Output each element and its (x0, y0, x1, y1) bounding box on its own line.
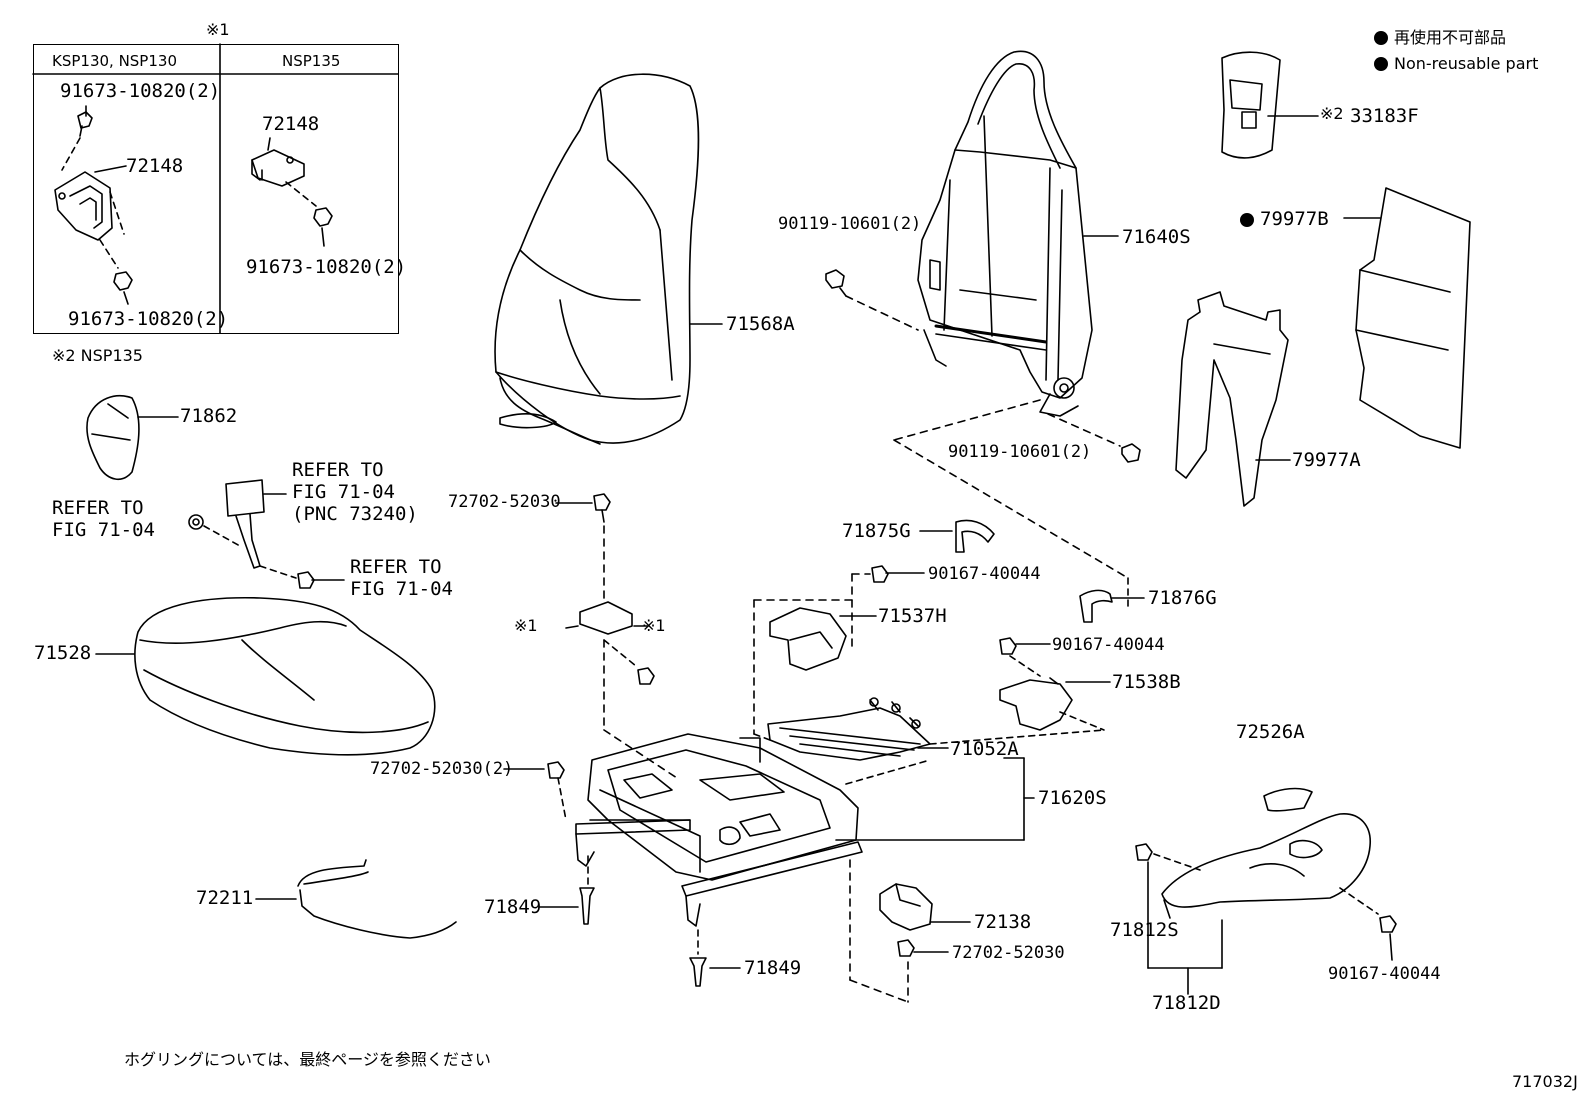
legend-en-text: Non-reusable part (1394, 54, 1539, 73)
label-71640S: 71640S (1122, 226, 1191, 248)
label-72702-top: 72702-52030 (448, 492, 561, 512)
label-90167-c: 90167-40044 (1328, 964, 1441, 984)
part-79977A-drawing (1175, 291, 1291, 507)
figure-id: 717032J (1512, 1072, 1578, 1091)
non-reusable-dot-icon (1374, 57, 1388, 71)
part-33183F-drawing (1221, 51, 1319, 159)
label-refer-left-2: FIG 71-04 (52, 519, 155, 541)
label-33183F: 33183F (1350, 105, 1419, 127)
label-90167-a: 90167-40044 (928, 564, 1041, 584)
label-71812S: 71812S (1110, 919, 1179, 941)
part-72138-drawing (849, 859, 971, 1003)
inset-col1-header: KSP130, NSP130 (52, 52, 177, 70)
label-90119-a: 90119-10601(2) (778, 214, 922, 234)
label-71538B: 71538B (1112, 671, 1181, 693)
label-72702-b: 72702-52030 (952, 943, 1065, 963)
label-71849-a: 71849 (484, 896, 542, 918)
label-79977A: 79977A (1292, 449, 1361, 471)
label-mark1-a: ※1 (514, 616, 538, 635)
legend-en: Non-reusable part (1374, 56, 1538, 72)
label-33183F-mark: ※2 (1320, 104, 1344, 123)
label-72702-2: 72702-52030(2) (370, 759, 514, 779)
part-71052A-drawing (767, 697, 949, 761)
label-inset-b-bracket: 72148 (262, 113, 320, 135)
mid-right-parts-drawing (753, 519, 1145, 745)
label-71568A: 71568A (726, 313, 795, 335)
non-reusable-dot-icon (1374, 31, 1388, 45)
seat-cushion-drawing (95, 596, 436, 756)
inset-mark: ※1 (206, 20, 230, 39)
label-71052A: 71052A (950, 738, 1019, 760)
label-71875G: 71875G (842, 520, 911, 542)
label-79977B-text: 79977B (1260, 208, 1329, 230)
legend-jp-text: 再使用不可部品 (1394, 28, 1507, 47)
label-71620S: 71620S (1038, 787, 1107, 809)
legend-jp: 再使用不可部品 (1374, 30, 1506, 46)
label-inset-a-bracket: 72148 (126, 155, 184, 177)
seatback-cover-drawing (494, 73, 723, 445)
inset-col2-header: NSP135 (282, 52, 341, 70)
seat-frame-drawing (575, 733, 1035, 927)
label-refer-belt-3: (PNC 73240) (292, 503, 418, 525)
label-72526A: 72526A (1236, 721, 1305, 743)
label-71876G: 71876G (1148, 587, 1217, 609)
part-71862-drawing (86, 394, 179, 480)
label-71849-b: 71849 (744, 957, 802, 979)
label-refer-right-2: FIG 71-04 (350, 578, 453, 600)
label-71537H: 71537H (878, 605, 947, 627)
part-72211-drawing (255, 859, 457, 939)
label-refer-belt-2: FIG 71-04 (292, 481, 395, 503)
footer-note: ホグリングについては、最終ページを参照ください (124, 1050, 491, 1069)
inset-drawing (32, 43, 399, 334)
label-79977B: 79977B (1240, 210, 1329, 229)
label-refer-right-1: REFER TO (350, 556, 442, 578)
label-90119-b: 90119-10601(2) (948, 442, 1092, 462)
label-mark1-b: ※1 (642, 616, 666, 635)
inset-box (33, 44, 399, 334)
label-72138: 72138 (974, 911, 1032, 933)
label-71528: 71528 (34, 642, 92, 664)
note-nsp135: ※2 NSP135 (52, 346, 143, 365)
part-79977B-drawing (1343, 187, 1471, 449)
seatback-frame-drawing (825, 50, 1141, 579)
label-inset-a-bolt-top: 91673-10820(2) (60, 80, 221, 102)
non-reusable-dot-icon (1240, 213, 1254, 227)
label-90167-b: 90167-40044 (1052, 635, 1165, 655)
label-inset-b-bolt: 91673-10820(2) (246, 256, 407, 278)
belt-buckle-drawing (188, 479, 345, 589)
center-small-parts-drawing (503, 493, 741, 987)
label-refer-belt-1: REFER TO (292, 459, 384, 481)
label-71862: 71862 (180, 405, 238, 427)
label-71812D: 71812D (1152, 992, 1221, 1014)
label-refer-left-1: REFER TO (52, 497, 144, 519)
side-cover-drawing (1135, 787, 1397, 995)
label-inset-a-bolt-bottom: 91673-10820(2) (68, 308, 229, 330)
label-72211: 72211 (196, 887, 254, 909)
